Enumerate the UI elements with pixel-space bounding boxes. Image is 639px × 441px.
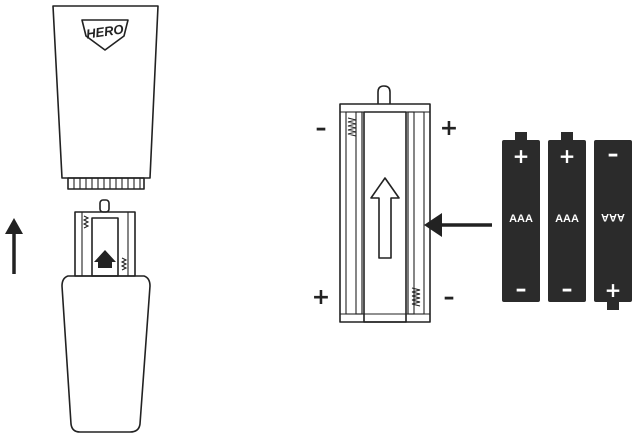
logo-text: HERO (85, 21, 124, 41)
plus-bottom-left: + (312, 285, 330, 310)
hero-logo: HERO (81, 19, 129, 51)
battery-1: + AAA – (502, 132, 540, 302)
battery-3-label: AAA (601, 211, 625, 223)
battery-1-label: AAA (509, 213, 533, 225)
battery-2-bottom-sign: – (562, 277, 573, 302)
device-top-cap (52, 5, 159, 190)
battery-holder-detail (339, 85, 431, 323)
device-battery-holder (74, 199, 136, 277)
battery-3-bottom-sign: + (605, 278, 622, 302)
battery-2-top-sign: + (559, 144, 576, 168)
battery-2: + AAA – (548, 132, 586, 302)
plus-top-right: + (440, 116, 458, 141)
insert-arrow (424, 213, 492, 237)
battery-1-bottom-sign: – (516, 277, 527, 302)
minus-bottom-right: – (444, 285, 455, 310)
battery-3: – AAA + (594, 140, 632, 310)
device-bottom-body (61, 275, 151, 433)
minus-top-left: – (316, 116, 327, 141)
battery-3-top-sign: – (608, 142, 619, 167)
pull-up-arrow (5, 218, 23, 274)
battery-1-top-sign: + (513, 144, 530, 168)
polarity-marks: – + + – (312, 116, 458, 310)
battery-2-label: AAA (555, 213, 579, 225)
